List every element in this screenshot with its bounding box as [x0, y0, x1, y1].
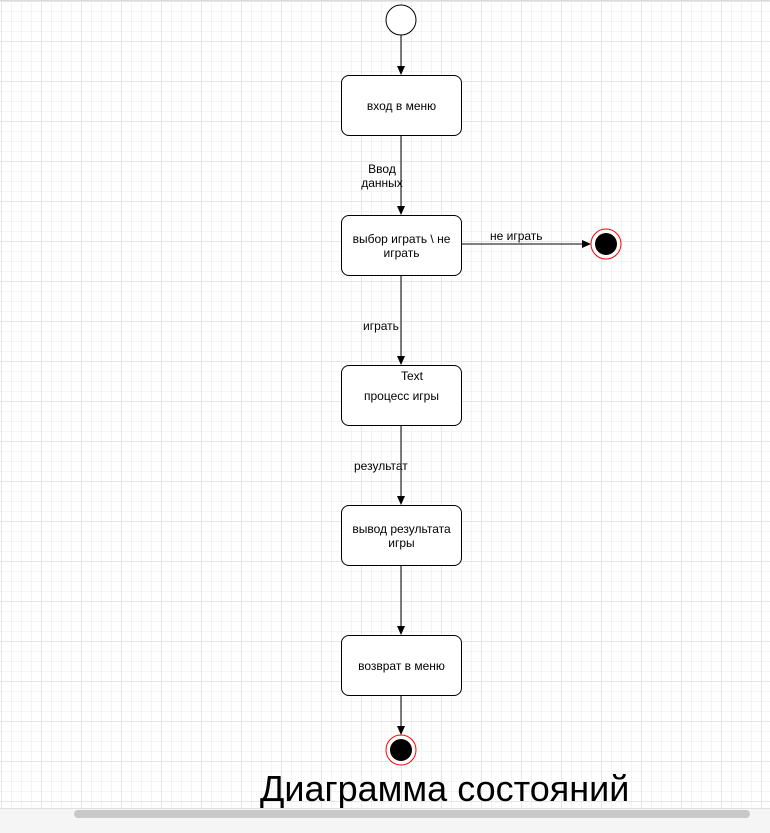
- state-game-process-label: процесс игры: [364, 388, 439, 403]
- initial-state[interactable]: [385, 4, 417, 36]
- state-game-process[interactable]: процесс игры: [341, 365, 462, 426]
- transition-label-not-play[interactable]: не играть: [490, 229, 543, 243]
- state-play-choice-label: выбор играть \ не играть: [352, 231, 451, 260]
- state-result-output-label: вывод результата игры: [352, 521, 451, 550]
- diagram-connectors: [385, 4, 622, 766]
- state-result-output[interactable]: вывод результата игры: [341, 505, 462, 566]
- final-state-bottom[interactable]: [385, 734, 417, 766]
- text-placeholder-label[interactable]: Text: [401, 369, 424, 383]
- final-state-right[interactable]: [590, 228, 622, 260]
- transition-label-data-input[interactable]: Ввод данных: [361, 162, 403, 190]
- state-return-menu[interactable]: возврат в меню: [341, 635, 462, 696]
- transition-label-result[interactable]: результат: [354, 459, 408, 473]
- state-play-choice[interactable]: выбор играть \ не играть: [341, 215, 462, 276]
- state-return-menu-label: возврат в меню: [358, 658, 445, 673]
- diagram-title: Диаграмма состояний: [260, 768, 630, 809]
- transition-label-play[interactable]: играть: [363, 319, 399, 333]
- state-menu-entry[interactable]: вход в меню: [341, 75, 462, 136]
- horizontal-scrollbar-thumb[interactable]: [74, 810, 750, 818]
- diagram-canvas[interactable]: вход в меню выбор играть \ не играть про…: [0, 0, 770, 809]
- state-menu-entry-label: вход в меню: [366, 98, 437, 113]
